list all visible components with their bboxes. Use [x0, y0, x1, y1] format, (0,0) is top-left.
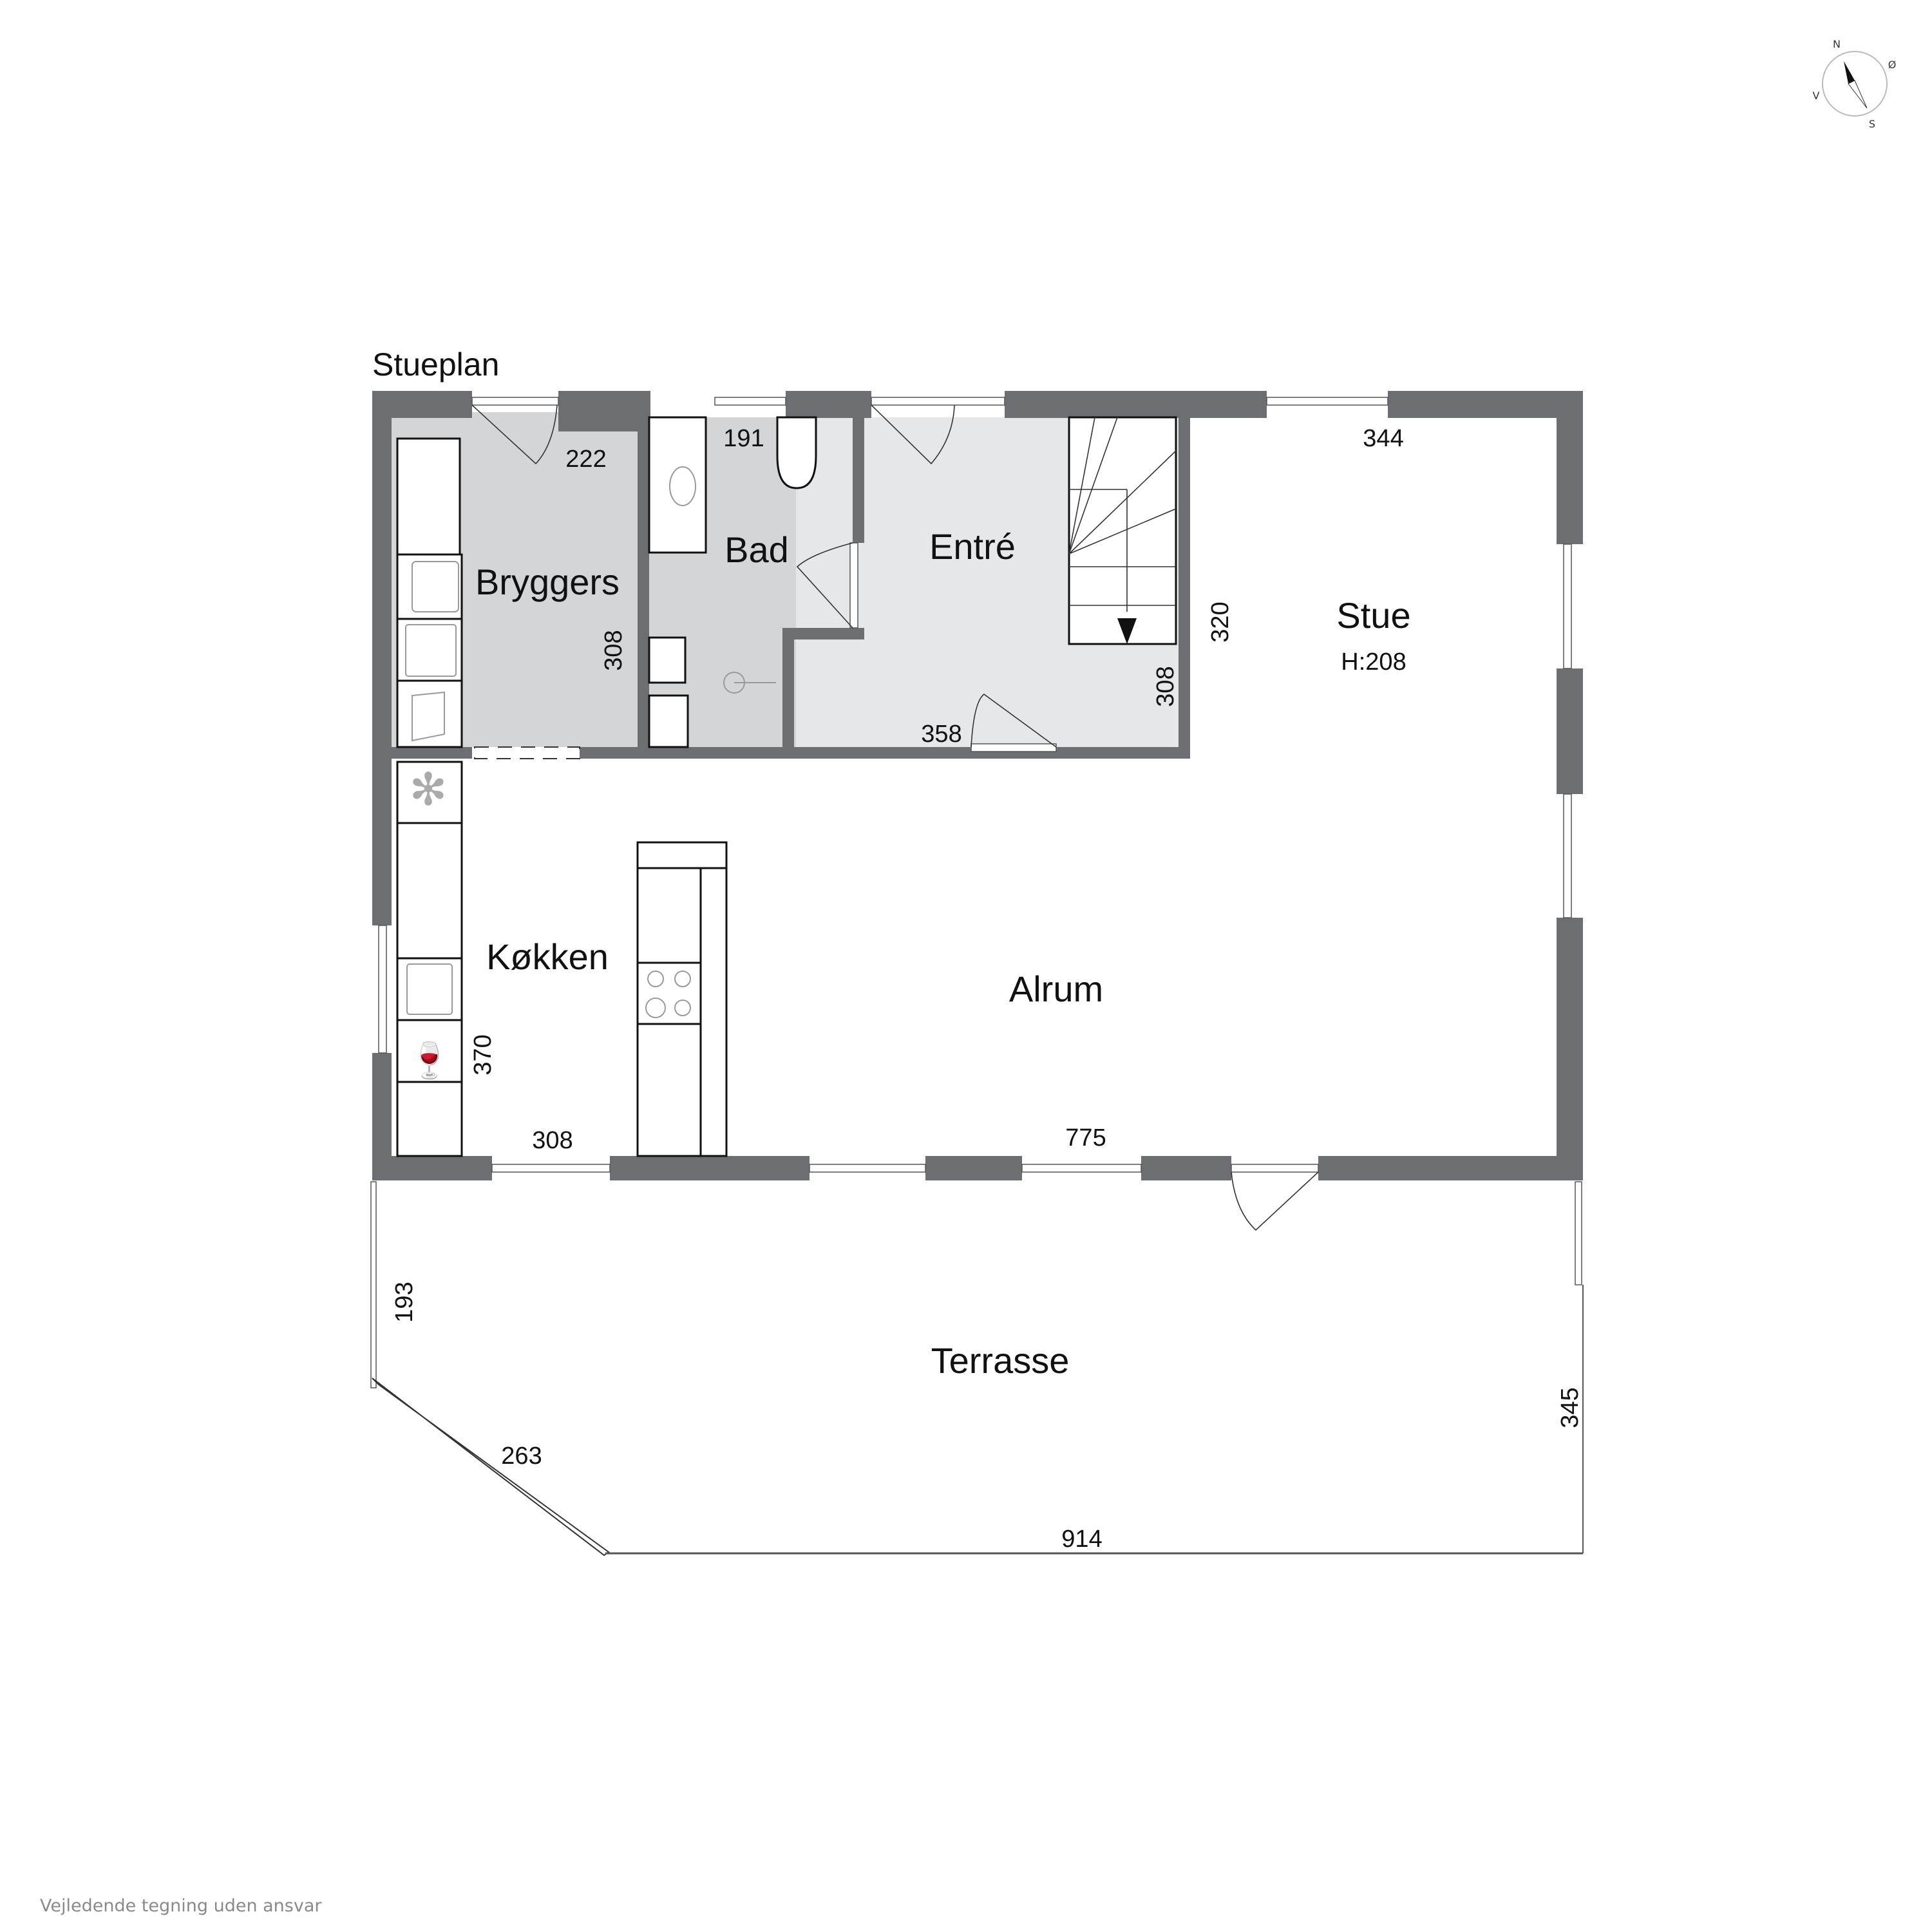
- compass-ring: [1822, 51, 1888, 117]
- dim-alrum-width: 775: [1065, 1124, 1106, 1151]
- compass-needle-north-icon: [1844, 61, 1855, 84]
- compass: N Ø S V: [1813, 38, 1897, 130]
- dim-stue-width: 344: [1363, 425, 1403, 452]
- room-label-entre: Entré: [929, 526, 1016, 567]
- disclaimer: Vejledende tegning uden ansvar: [40, 1896, 322, 1916]
- dim-entre-width: 358: [921, 721, 961, 748]
- room-label-bad: Bad: [724, 529, 789, 570]
- dim-kokken-depth: 370: [469, 1034, 497, 1075]
- kitchen-sink-icon: [406, 963, 453, 1015]
- dim-bad-width: 191: [723, 425, 764, 452]
- dim-entre-depth: 308: [1152, 666, 1179, 706]
- room-label-terrasse: Terrasse: [931, 1340, 1070, 1381]
- windows: [378, 397, 1572, 1173]
- kitchen-island: [636, 841, 728, 1157]
- utility-sink-icon: [412, 561, 459, 612]
- sink-icon: [669, 466, 696, 506]
- room-label-stue: Stue: [1336, 595, 1410, 636]
- dryer-icon: [412, 691, 445, 742]
- cooktop-icon: [645, 971, 691, 1018]
- room-label-alrum: Alrum: [1009, 969, 1103, 1009]
- compass-n: N: [1833, 38, 1841, 50]
- compass-e: Ø: [1888, 59, 1897, 71]
- dim-terrasse-right: 345: [1557, 1387, 1584, 1428]
- dim-kokken-width: 308: [532, 1127, 573, 1154]
- room-label-kokken: Køkken: [486, 936, 609, 977]
- vanity: [648, 416, 707, 554]
- dim-stue-depth: 320: [1207, 601, 1234, 642]
- dim-terrasse-diagonal: 263: [501, 1443, 542, 1470]
- plan-title: Stueplan: [372, 346, 499, 383]
- dim-terrasse-left: 193: [391, 1282, 418, 1322]
- compass-s: S: [1869, 118, 1875, 130]
- compass-w: V: [1813, 90, 1820, 102]
- dim-bryggers-depth: 308: [600, 630, 627, 670]
- staircase: [1068, 416, 1177, 645]
- door-swings: [471, 404, 1319, 1231]
- compass-needle-south-icon: [1848, 80, 1868, 109]
- room-label-bryggers: Bryggers: [475, 562, 620, 602]
- bad-fixtures: [648, 416, 817, 748]
- dishwasher-icon: 🍷: [408, 1041, 451, 1080]
- dim-bryggers-width: 222: [565, 446, 606, 473]
- toilet-icon: [776, 416, 817, 489]
- terrace-outline: [370, 1181, 1584, 1557]
- washer-icon: [405, 624, 457, 677]
- stue-ceiling-height: H:208: [1341, 649, 1406, 676]
- kitchen-counter: ✻ 🍷: [396, 761, 463, 1157]
- fan-icon: ✻: [410, 764, 448, 815]
- walls: [372, 391, 1583, 1180]
- stair-direction-arrow-icon: [1117, 618, 1137, 644]
- dim-terrasse-length: 914: [1061, 1526, 1102, 1553]
- bryggers-cabinets: [396, 437, 463, 748]
